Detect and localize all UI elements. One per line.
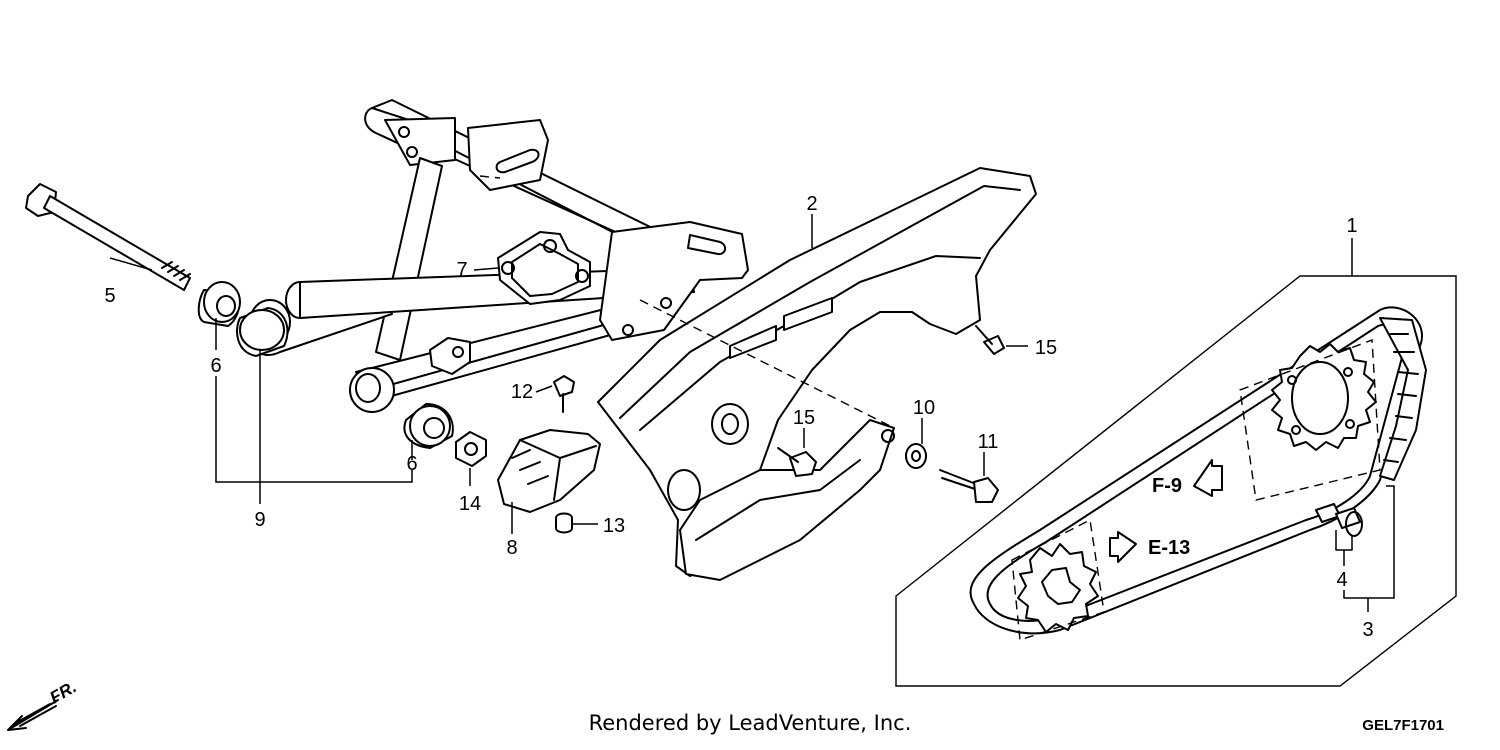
chain-slider <box>497 429 601 513</box>
diagram-code: GEL7F1701 <box>1362 717 1444 734</box>
callout-14: 14 <box>459 493 481 515</box>
pivot-bolt <box>25 183 191 291</box>
callout-3: 3 <box>1362 619 1373 641</box>
front-direction-arrow-icon <box>7 699 59 731</box>
callout-5: 5 <box>104 285 115 307</box>
callout-13: 13 <box>603 515 625 537</box>
drive-chain-kit <box>895 275 1457 687</box>
callout-11: 11 <box>978 431 999 453</box>
callout-6-right: 6 <box>406 453 417 475</box>
callout-2: 2 <box>806 193 817 215</box>
ref-e13: E-13 <box>1148 537 1190 559</box>
callout-6-left: 6 <box>210 355 221 377</box>
footer-credit: Rendered by LeadVenture, Inc. <box>589 711 912 735</box>
callout-10: 10 <box>913 397 935 419</box>
ref-f9: F-9 <box>1152 475 1182 497</box>
callout-labels: 1 2 3 4 5 6 6 7 8 9 10 11 12 13 14 15 15 <box>104 193 1373 641</box>
callout-15-lower: 15 <box>793 407 815 429</box>
fasteners <box>777 325 1005 503</box>
callout-15-upper: 15 <box>1035 337 1057 359</box>
chain-case <box>597 167 1037 581</box>
callout-4: 4 <box>1336 569 1347 591</box>
callout-7: 7 <box>456 259 467 281</box>
small-bolts <box>553 375 575 534</box>
callout-12: 12 <box>511 381 533 403</box>
bushings <box>197 281 487 467</box>
leader-lines <box>109 214 1395 612</box>
callout-1: 1 <box>1346 215 1357 237</box>
callout-9: 9 <box>254 509 265 531</box>
chain-guide-plate <box>497 231 591 305</box>
callout-8: 8 <box>506 537 517 559</box>
